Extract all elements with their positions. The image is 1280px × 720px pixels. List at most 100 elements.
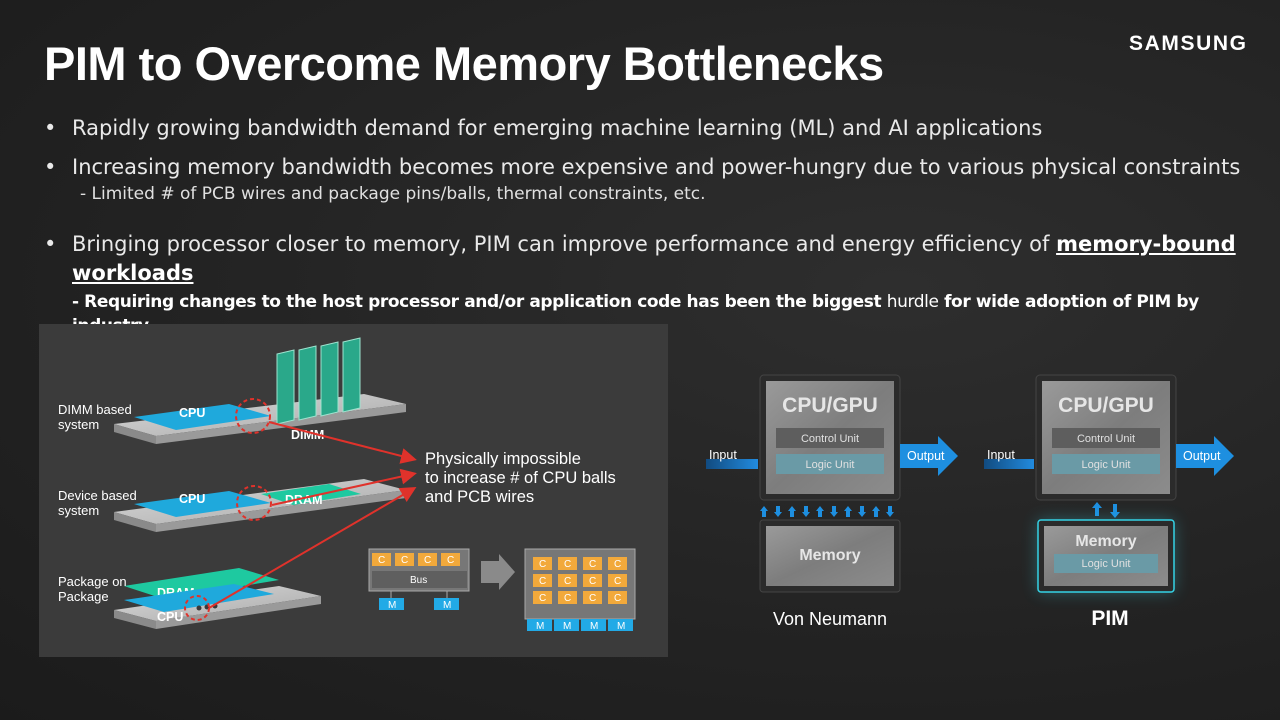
pim-output-label: Output xyxy=(1183,449,1221,463)
svg-text:C: C xyxy=(401,555,408,566)
bottleneck-circle-2 xyxy=(236,485,272,521)
svg-text:C: C xyxy=(539,559,546,570)
pim-memory-logic-unit xyxy=(1054,554,1158,573)
svg-text:C: C xyxy=(589,559,596,570)
bullet-3-sub-a: - Requiring changes to the host processo… xyxy=(72,292,887,312)
cpu-label-2: CPU xyxy=(179,492,205,506)
svg-text:C: C xyxy=(564,559,571,570)
svg-text:C: C xyxy=(614,593,621,604)
bottleneck-diagram: CPU DIMM CPU DRAM xyxy=(39,324,668,657)
svg-text:C: C xyxy=(447,555,454,566)
cpu-label-3: CPU xyxy=(157,610,183,624)
label-pop-2: Package xyxy=(58,589,109,604)
pim-logic-label: Logic Unit xyxy=(1082,459,1131,471)
device-system-board: CPU DRAM xyxy=(114,479,406,532)
vn-control-label: Control Unit xyxy=(801,433,859,445)
samsung-logo: SAMSUNG xyxy=(1129,32,1248,55)
mini-mesh-diagram: C C C C C C C C C C C C M M M M xyxy=(524,548,636,632)
bullet-3-text: Bringing processor closer to memory, PIM… xyxy=(72,232,1057,256)
pop-system-board: DRAM CPU xyxy=(114,568,321,629)
bullet-2: Increasing memory bandwidth becomes more… xyxy=(44,153,1244,182)
dram-chip-2 xyxy=(124,568,279,599)
svg-text:M: M xyxy=(617,621,625,632)
red-arrow-3 xyxy=(208,486,417,609)
red-arrow-2 xyxy=(271,468,417,506)
board-bot-side xyxy=(114,610,156,629)
pim-caption: PIM xyxy=(1091,607,1128,630)
pim-output-arrow xyxy=(1176,436,1234,476)
pim-bus-arrows xyxy=(1092,502,1120,518)
cpu-label-1: CPU xyxy=(179,406,205,420)
vn-cpu-label: CPU/GPU xyxy=(782,394,878,417)
vn-output-arrow xyxy=(900,436,958,476)
slide-title: PIM to Overcome Memory Bottlenecks xyxy=(44,37,884,90)
pim-memory-label: Memory xyxy=(1075,533,1136,550)
von-neumann-diagram: CPU/GPU Control Unit Logic Unit Input Ou… xyxy=(706,374,958,629)
vn-memory-label: Memory xyxy=(799,547,860,564)
vn-control-unit xyxy=(776,428,884,448)
svg-text:M: M xyxy=(590,621,598,632)
bottleneck-svg: CPU DIMM CPU DRAM xyxy=(58,337,636,632)
svg-text:C: C xyxy=(614,576,621,587)
svg-text:C: C xyxy=(564,593,571,604)
board-mid-front xyxy=(156,490,406,532)
bottleneck-circle-1 xyxy=(235,398,271,434)
pim-diagram: CPU/GPU Control Unit Logic Unit Input Ou… xyxy=(984,374,1234,630)
pim-input-arrow xyxy=(984,459,1034,469)
vn-memory-chip xyxy=(766,526,894,586)
label-device-2: system xyxy=(58,503,99,518)
board-mid-side xyxy=(114,512,156,532)
mini-bus-diagram: C C C C Bus M M xyxy=(368,548,470,611)
architecture-svg: CPU/GPU Control Unit Logic Unit Input Ou… xyxy=(706,374,1234,630)
label-dimm-2: system xyxy=(58,417,99,432)
svg-text:M: M xyxy=(563,621,571,632)
vn-input-arrow xyxy=(706,459,758,469)
pim-logic-unit xyxy=(1052,454,1160,474)
pim-input-label: Input xyxy=(987,448,1015,462)
vn-input-label: Input xyxy=(709,448,737,462)
red-arrow-1 xyxy=(268,421,417,464)
svg-text:C: C xyxy=(539,593,546,604)
dimm-label: DIMM xyxy=(291,428,324,442)
label-pop-1: Package on xyxy=(58,574,127,589)
label-device-1: Device based xyxy=(58,488,137,503)
svg-text:C: C xyxy=(539,576,546,587)
svg-text:C: C xyxy=(589,576,596,587)
svg-text:C: C xyxy=(614,559,621,570)
dimm-modules xyxy=(276,337,361,425)
dimm-system-board: CPU DIMM xyxy=(114,337,406,444)
vn-bus-arrows xyxy=(760,506,894,517)
svg-text:C: C xyxy=(378,555,385,566)
architecture-comparison: CPU/GPU Control Unit Logic Unit Input Ou… xyxy=(700,360,1260,660)
bullet-3: Bringing processor closer to memory, PIM… xyxy=(44,230,1244,288)
svg-text:C: C xyxy=(424,555,431,566)
vn-logic-unit xyxy=(776,454,884,474)
svg-text:C: C xyxy=(564,576,571,587)
bullet-3-sub-b: hurdle xyxy=(886,292,939,312)
bullet-list: Rapidly growing bandwidth demand for eme… xyxy=(44,114,1244,338)
svg-text:M: M xyxy=(388,600,396,611)
pim-control-label: Control Unit xyxy=(1077,433,1135,445)
bullet-2-sub: - Limited # of PCB wires and package pin… xyxy=(80,184,706,204)
board-top-side xyxy=(114,424,156,444)
vn-logic-label: Logic Unit xyxy=(806,459,855,471)
bullet-3-highlight: memory-bound workloads xyxy=(72,232,1236,285)
pim-control-unit xyxy=(1052,428,1160,448)
dram-chip-1 xyxy=(261,484,361,505)
vn-caption: Von Neumann xyxy=(773,609,887,629)
svg-text:M: M xyxy=(536,621,544,632)
pim-cpu-label: CPU/GPU xyxy=(1058,394,1154,417)
vn-output-label: Output xyxy=(907,449,945,463)
callout-line-3: and PCB wires xyxy=(425,488,534,506)
callout-line-1: Physically impossible xyxy=(425,450,581,468)
callout-line-2: to increase # of CPU balls xyxy=(425,469,616,487)
mini-bus-label: Bus xyxy=(410,575,427,586)
label-dimm-1: DIMM based xyxy=(58,402,132,417)
svg-text:M: M xyxy=(443,600,451,611)
cpu-chip-2 xyxy=(134,491,271,517)
board-top-front xyxy=(156,404,406,444)
board-bot-front xyxy=(156,596,321,629)
svg-text:C: C xyxy=(589,593,596,604)
bullet-1: Rapidly growing bandwidth demand for eme… xyxy=(44,114,1244,143)
pim-memory-logic-label: Logic Unit xyxy=(1082,558,1131,570)
